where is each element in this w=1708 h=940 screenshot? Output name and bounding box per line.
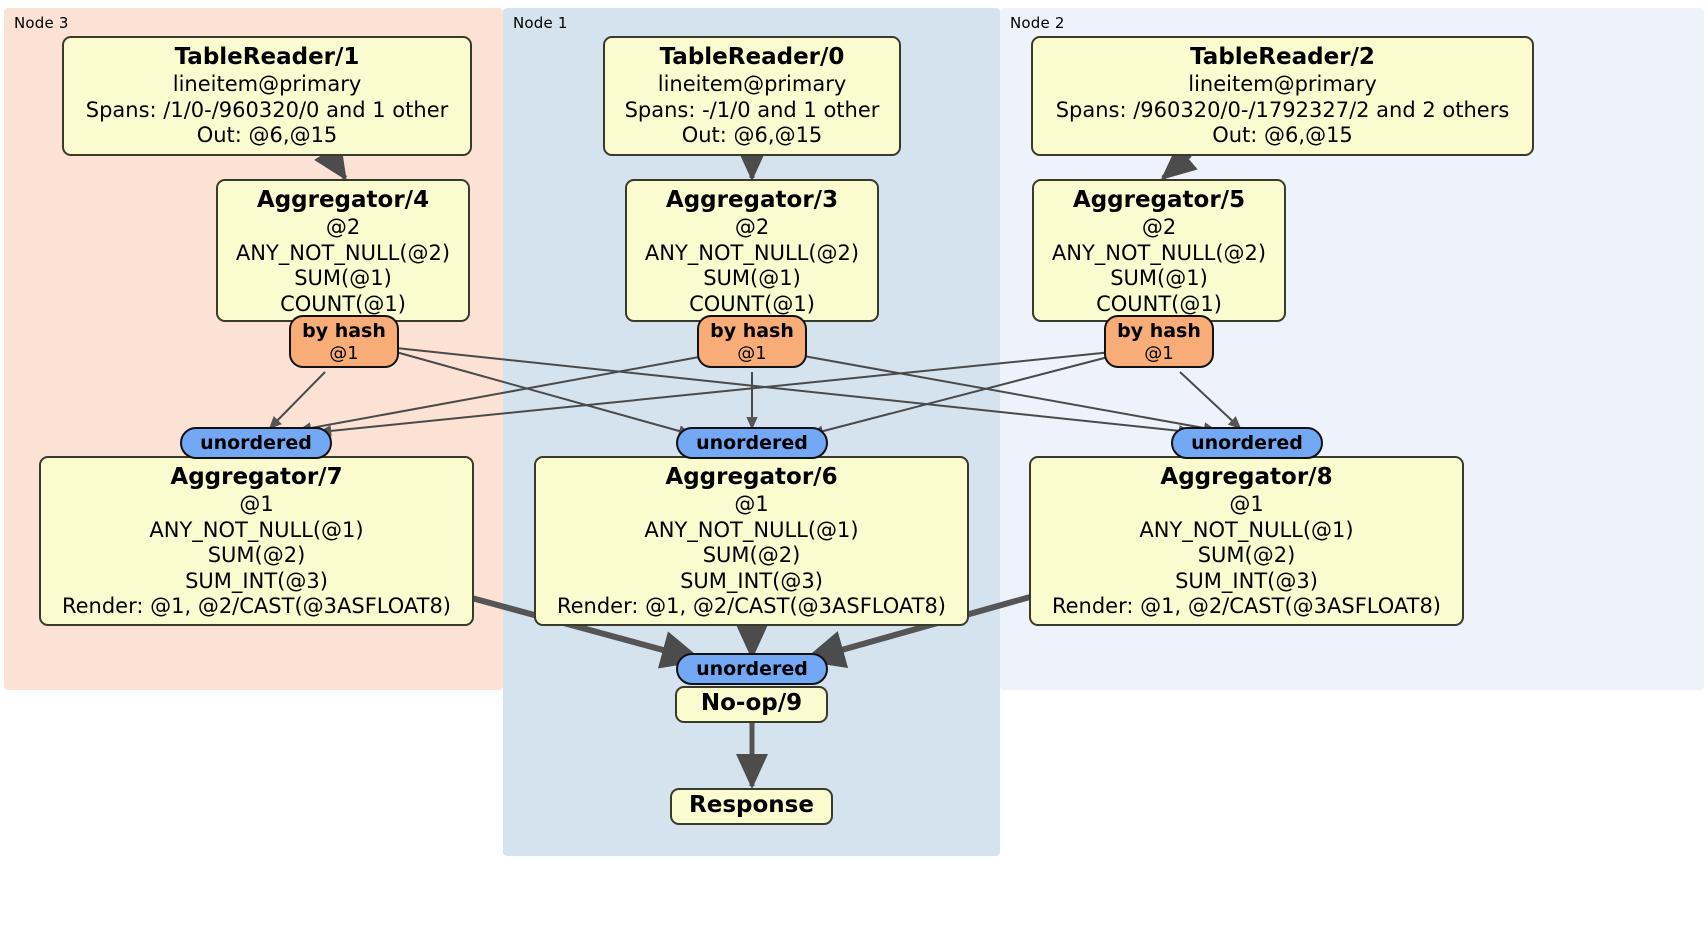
- processor-line: @1: [1229, 492, 1264, 516]
- node-panel-label-node3: Node 3: [14, 14, 69, 32]
- processor-line: COUNT(@1): [689, 291, 815, 316]
- router-kind-label: by hash: [1117, 320, 1201, 342]
- node-panel-label-node1: Node 1: [513, 14, 568, 32]
- receiver-unordered-node1[interactable]: unordered: [676, 427, 828, 459]
- router-kind-label: by hash: [710, 320, 794, 342]
- receiver-unordered-node2[interactable]: unordered: [1171, 427, 1323, 459]
- processor-line: COUNT(@1): [280, 291, 406, 316]
- processor-line: ANY_NOT_NULL(@1): [149, 517, 364, 542]
- processor-aggregator-5[interactable]: Aggregator/5 @2 ANY_NOT_NULL(@2) SUM(@1)…: [1032, 179, 1286, 322]
- processor-line: COUNT(@1): [1096, 291, 1222, 316]
- router-by-hash-node2[interactable]: by hash @1: [1104, 315, 1214, 368]
- processor-line: SUM(@1): [703, 266, 801, 290]
- processor-title: Aggregator/4: [256, 187, 430, 213]
- processor-title: Aggregator/5: [1072, 187, 1246, 213]
- router-by-hash-node3[interactable]: by hash @1: [289, 315, 399, 368]
- processor-line: SUM_INT(@3): [1175, 568, 1318, 593]
- router-by-hash-node1[interactable]: by hash @1: [697, 315, 807, 368]
- processor-line: SUM(@1): [294, 266, 392, 290]
- processor-noop-9[interactable]: No-op/9: [675, 686, 828, 723]
- processor-title: TableReader/1: [174, 44, 360, 70]
- processor-line: Spans: /1/0-/960320/0 and 1 other: [85, 97, 449, 122]
- router-key-label: @1: [1144, 343, 1174, 364]
- processor-aggregator-7[interactable]: Aggregator/7 @1 ANY_NOT_NULL(@1) SUM(@2)…: [39, 456, 474, 626]
- receiver-label: unordered: [696, 432, 808, 454]
- processor-line: @1: [239, 492, 274, 516]
- processor-line: Out: @6,@15: [681, 123, 823, 147]
- receiver-label: unordered: [1191, 432, 1303, 454]
- processor-line: SUM_INT(@3): [680, 568, 823, 593]
- router-key-label: @1: [737, 343, 767, 364]
- processor-line: @2: [1141, 215, 1177, 239]
- processor-aggregator-3[interactable]: Aggregator/3 @2 ANY_NOT_NULL(@2) SUM(@1)…: [625, 179, 879, 322]
- router-key-label: @1: [329, 343, 359, 364]
- receiver-unordered-final[interactable]: unordered: [676, 653, 828, 685]
- receiver-unordered-node3[interactable]: unordered: [180, 427, 332, 459]
- processor-title: TableReader/2: [1190, 44, 1375, 70]
- processor-tablereader-1[interactable]: TableReader/1 lineitem@primary Spans: /1…: [62, 36, 472, 156]
- processor-line: Render: @1, @2/CAST(@3ASFLOAT8): [61, 594, 452, 618]
- processor-line: @1: [734, 492, 769, 516]
- processor-tablereader-0[interactable]: TableReader/0 lineitem@primary Spans: -/…: [603, 36, 901, 156]
- processor-line: lineitem@primary: [657, 72, 847, 96]
- processor-aggregator-8[interactable]: Aggregator/8 @1 ANY_NOT_NULL(@1) SUM(@2)…: [1029, 456, 1464, 626]
- processor-title: Aggregator/8: [1160, 464, 1333, 490]
- processor-line: Render: @1, @2/CAST(@3ASFLOAT8): [1051, 594, 1442, 618]
- router-kind-label: by hash: [302, 320, 386, 342]
- processor-line: ANY_NOT_NULL(@1): [1139, 517, 1354, 542]
- processor-line: lineitem@primary: [172, 72, 362, 96]
- processor-aggregator-4[interactable]: Aggregator/4 @2 ANY_NOT_NULL(@2) SUM(@1)…: [216, 179, 470, 322]
- node-panel-label-node2: Node 2: [1010, 14, 1065, 32]
- processor-line: SUM(@1): [1110, 266, 1208, 290]
- receiver-label: unordered: [200, 432, 312, 454]
- processor-line: Render: @1, @2/CAST(@3ASFLOAT8): [556, 594, 947, 618]
- processor-line: SUM(@2): [702, 543, 801, 567]
- processor-line: SUM_INT(@3): [185, 568, 328, 593]
- processor-line: ANY_NOT_NULL(@2): [1051, 240, 1267, 265]
- processor-line: SUM(@2): [207, 543, 306, 567]
- processor-line: Spans: -/1/0 and 1 other: [624, 97, 880, 122]
- processor-title: No-op/9: [700, 690, 803, 716]
- processor-line: Out: @6,@15: [196, 123, 338, 147]
- processor-line: ANY_NOT_NULL(@2): [235, 240, 451, 265]
- receiver-label: unordered: [696, 658, 808, 680]
- processor-line: @2: [734, 215, 770, 239]
- processor-title: TableReader/0: [659, 44, 845, 70]
- processor-line: lineitem@primary: [1188, 72, 1377, 96]
- processor-line: Out: @6,@15: [1212, 123, 1353, 147]
- processor-title: Aggregator/3: [665, 187, 839, 213]
- processor-line: ANY_NOT_NULL(@1): [644, 517, 859, 542]
- processor-line: SUM(@2): [1197, 543, 1296, 567]
- processor-title: Aggregator/7: [170, 464, 343, 490]
- processor-tablereader-2[interactable]: TableReader/2 lineitem@primary Spans: /9…: [1031, 36, 1534, 156]
- processor-line: Spans: /960320/0-/1792327/2 and 2 others: [1055, 97, 1510, 122]
- processor-line: ANY_NOT_NULL(@2): [644, 240, 860, 265]
- processor-line: @2: [325, 215, 361, 239]
- processor-title: Aggregator/6: [665, 464, 838, 490]
- processor-aggregator-6[interactable]: Aggregator/6 @1 ANY_NOT_NULL(@1) SUM(@2)…: [534, 456, 969, 626]
- processor-title: Response: [689, 792, 814, 818]
- processor-response[interactable]: Response: [670, 788, 833, 825]
